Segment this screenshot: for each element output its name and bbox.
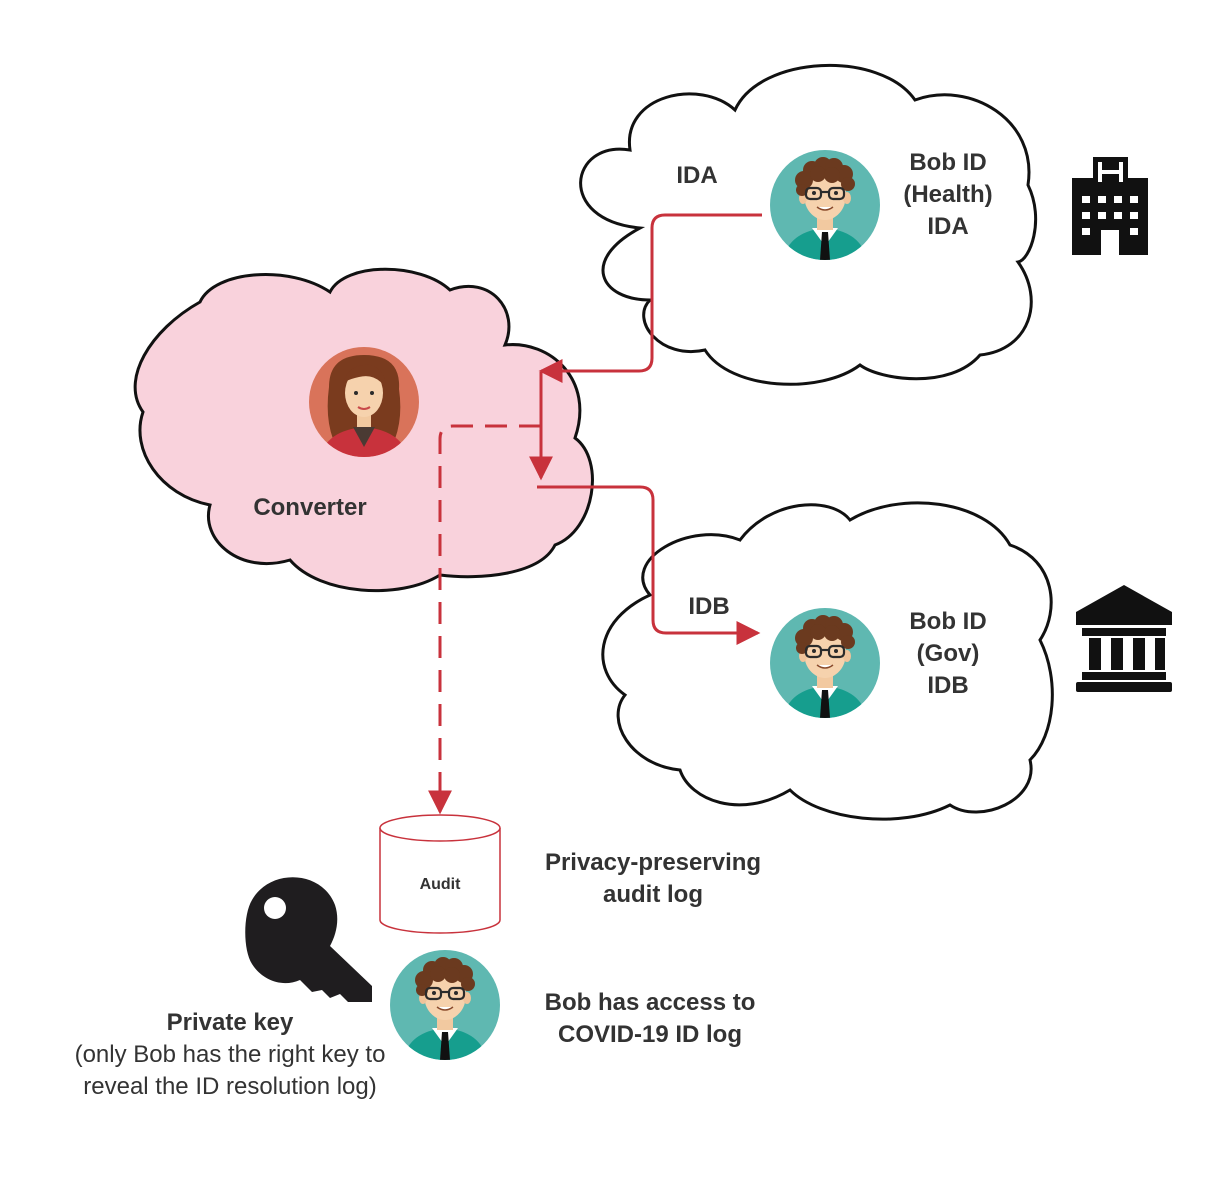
private-key-line-2: reveal the ID resolution log) [83,1073,377,1100]
idb-person-line-3: IDB [927,672,969,699]
ida-person-line-1: Bob ID [909,149,987,176]
bob-access-line-2: COVID-19 ID log [557,1021,743,1048]
hospital-icon [1072,157,1148,255]
audit-caption-line-1: Privacy-preserving [544,849,762,876]
converter-label: Converter [253,494,367,521]
arrow-ida-to-converter [538,213,762,383]
bob-access-text: Bob has access to COVID-19 ID log [520,987,780,1051]
idb-person-label: Bob ID (Gov) IDB [880,606,1016,702]
audit-cylinder [379,814,501,934]
private-key-line-1: (only Bob has the right key to [74,1041,386,1068]
ida-label: IDA [676,162,718,189]
audit-caption-line-2: audit log [603,881,703,908]
government-building-icon [1076,585,1172,692]
dashed-arrow-to-audit [428,424,541,815]
ida-person-line-2: (Health) [903,181,993,208]
idb-person-line-1: Bob ID [909,608,987,635]
audit-cylinder-label: Audit [419,876,461,893]
idb-label: IDB [688,593,730,620]
private-key-caption: Private key (only Bob has the right key … [40,1007,420,1103]
bob-access-line-1: Bob has access to [544,989,756,1016]
ida-person-label: Bob ID (Health) IDA [880,147,1016,243]
audit-caption: Privacy-preserving audit log [520,847,786,911]
idb-person-line-2: (Gov) [916,640,980,667]
arrow-converter-to-idb [537,485,761,645]
private-key-title: Private key [166,1009,294,1036]
ida-person-line-3: IDA [927,213,969,240]
key-icon [245,877,372,1002]
